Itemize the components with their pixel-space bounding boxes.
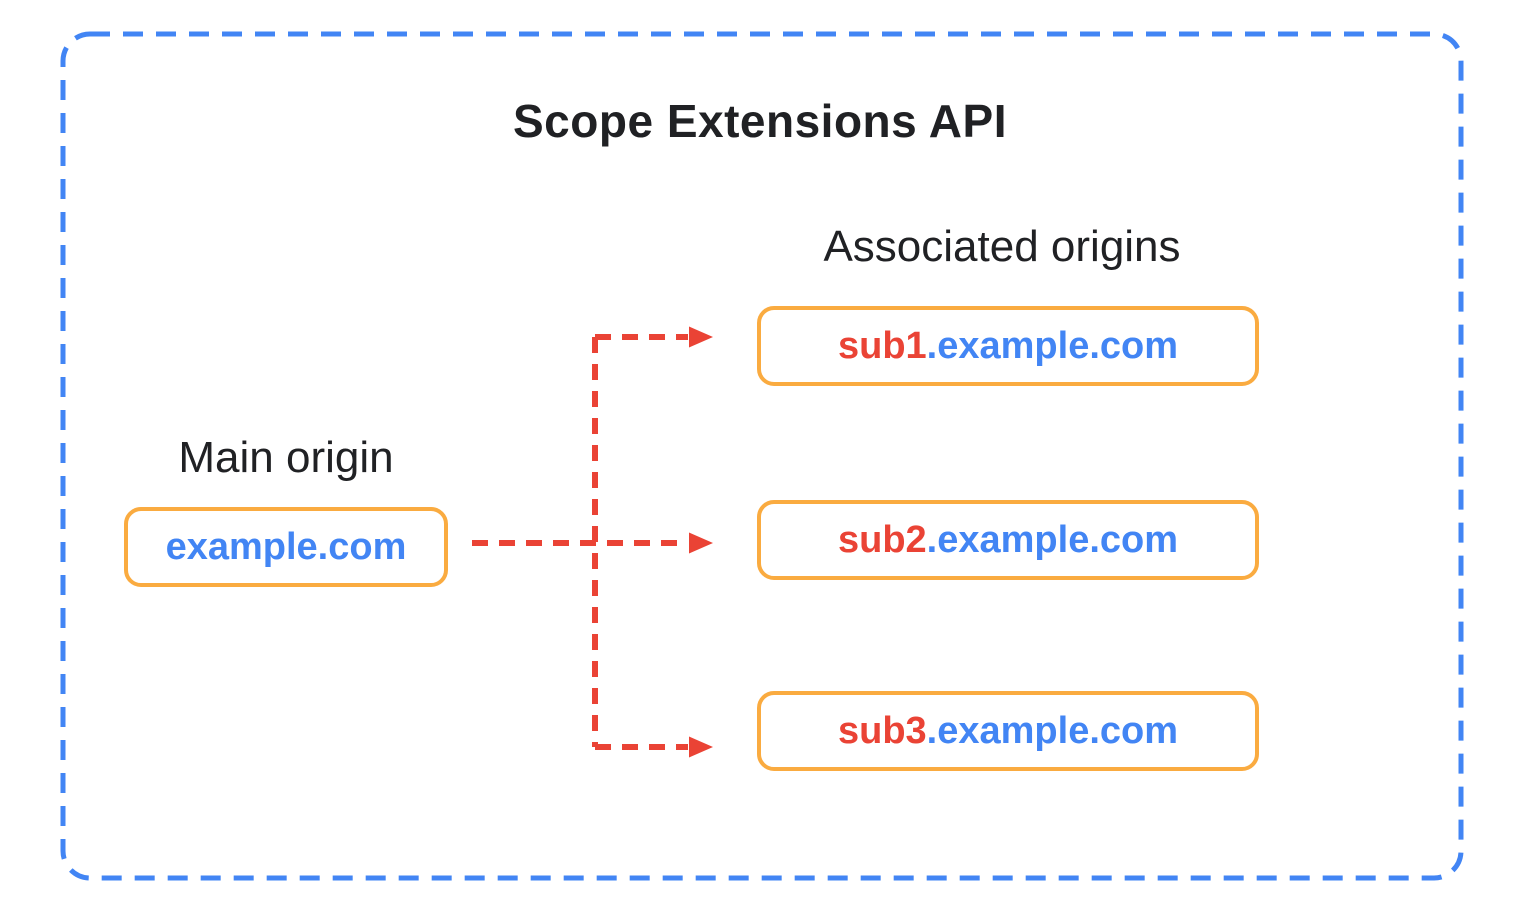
subdomain-text: sub1 [837, 324, 927, 367]
associated-origin-box-sub1: sub1.example.com [757, 306, 1259, 386]
associated-origins-label: Associated origins [823, 222, 1181, 271]
subdomain-text: sub3 [837, 709, 927, 752]
scope-boundary-border [60, 31, 1464, 881]
main-origin-box: example.com [124, 507, 448, 587]
domain-suffix-text: .example.com [926, 709, 1179, 752]
associated-origin-box-sub2: sub2.example.com [757, 500, 1259, 580]
diagram-title: Scope Extensions API [513, 95, 1007, 147]
domain-suffix-text: .example.com [926, 518, 1179, 561]
arrowhead-icon-sub1 [689, 326, 713, 348]
subdomain-text: sub2 [837, 518, 927, 561]
main-origin-label: Main origin [178, 433, 394, 482]
arrowhead-icon-sub3 [689, 736, 713, 758]
arrowhead-icon-sub2 [689, 532, 713, 554]
domain-suffix-text: .example.com [926, 324, 1179, 367]
associated-origin-box-sub3: sub3.example.com [757, 691, 1259, 771]
main-origin-domain-text: example.com [165, 525, 407, 568]
